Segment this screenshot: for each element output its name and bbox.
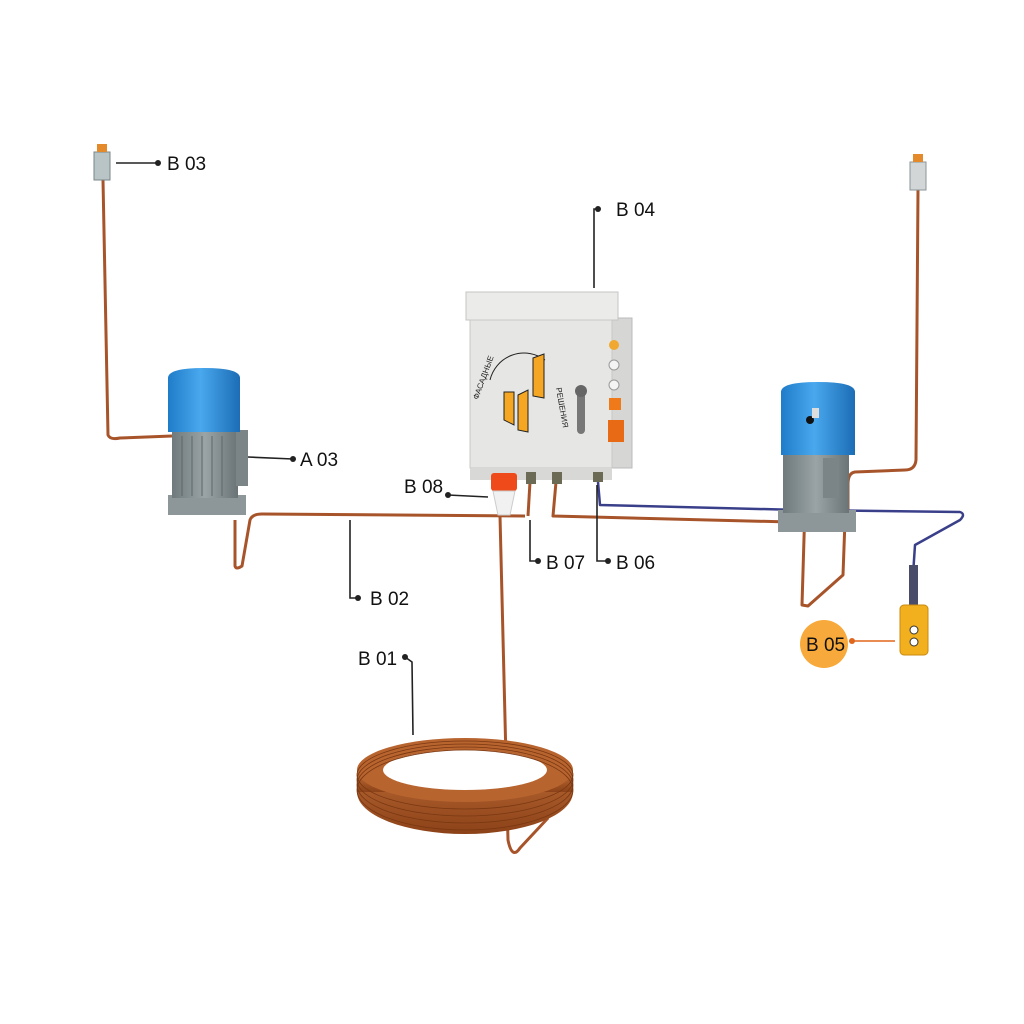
motor-right [778,382,856,532]
highlight-badge [800,620,848,668]
label-b08: B 08 [404,477,443,498]
label-b01: B 01 [358,649,397,670]
power-plug [491,473,517,516]
brand-logo [489,352,546,433]
cable-b01-feed [498,515,550,854]
cable-b02 [233,512,526,570]
cable-coil [356,738,574,834]
control-box [465,291,633,516]
cable-b05 [596,481,965,576]
cable-left-sensor [101,179,173,441]
label-b05: B 05 [806,635,845,656]
label-b02: B 02 [370,589,409,610]
cable-b07 [526,481,532,517]
pendant-control [899,565,929,656]
limit-switch-left [93,144,111,181]
motor-left [168,368,248,515]
limit-switch-right [909,154,927,191]
label-b07: B 07 [546,553,585,574]
cables [101,179,965,854]
label-a03: A 03 [300,450,338,471]
cable-right-motor-loop [800,504,847,608]
label-b04: B 04 [616,200,656,221]
cable-b06-copper [551,481,791,524]
label-b03: B 03 [167,154,206,175]
label-b06: B 06 [616,553,655,574]
